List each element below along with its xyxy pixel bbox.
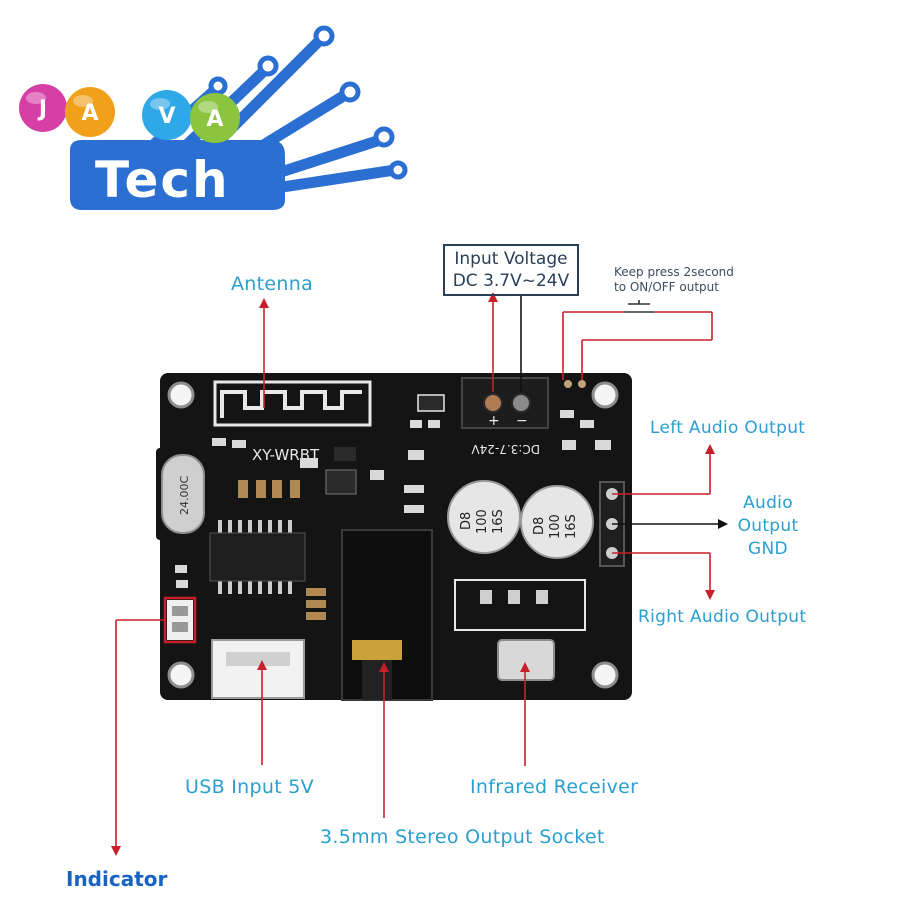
- input-voltage-label: Input Voltage DC 3.7V~24V: [443, 244, 579, 296]
- audio-line2: Output: [737, 516, 799, 536]
- audio-output-gnd-label: Audio Output GND: [730, 492, 806, 561]
- terminal-minus: −: [516, 413, 528, 429]
- svg-text:16S: 16S: [564, 514, 579, 539]
- antenna-label: Antenna: [231, 273, 314, 295]
- capacitor-right: D8 100 16S: [520, 485, 594, 559]
- logo-letter-a: A: [81, 101, 98, 126]
- svg-text:100: 100: [475, 509, 490, 534]
- logo-letter-j: J: [37, 97, 47, 122]
- audio-line3: GND: [748, 539, 788, 559]
- infrared-receiver-label: Infrared Receiver: [470, 776, 639, 798]
- svg-text:D8: D8: [532, 517, 547, 535]
- socket-label: 3.5mm Stereo Output Socket: [320, 826, 605, 848]
- right-audio-label: Right Audio Output: [638, 607, 807, 627]
- capacitor-left: D8 100 16S: [447, 480, 521, 554]
- crystal-label: 24.00C: [178, 476, 191, 515]
- terminal-plus: +: [488, 413, 500, 429]
- logo-letter-v: V: [158, 104, 175, 129]
- audio-line1: Audio: [743, 493, 793, 513]
- left-audio-label: Left Audio Output: [650, 418, 806, 438]
- logo-wordmark: Tech: [95, 151, 230, 209]
- java-tech-logo: Tech J A V A: [19, 25, 408, 210]
- keep-press-line1: Keep press 2second: [614, 265, 734, 279]
- usb-input-label: USB Input 5V: [185, 776, 314, 798]
- svg-text:D8: D8: [459, 512, 474, 530]
- silkscreen-voltage: DC:3.7-24V: [471, 442, 540, 456]
- input-voltage-line1: Input Voltage: [454, 249, 568, 269]
- keep-press-label: Keep press 2second to ON/OFF output: [614, 265, 734, 295]
- keep-press-line2: to ON/OFF output: [614, 280, 719, 294]
- svg-text:16S: 16S: [491, 509, 506, 534]
- logo-letter-a2: A: [206, 107, 223, 132]
- indicator-label: Indicator: [66, 867, 168, 891]
- svg-text:100: 100: [548, 514, 563, 539]
- input-voltage-line2: DC 3.7V~24V: [452, 271, 570, 291]
